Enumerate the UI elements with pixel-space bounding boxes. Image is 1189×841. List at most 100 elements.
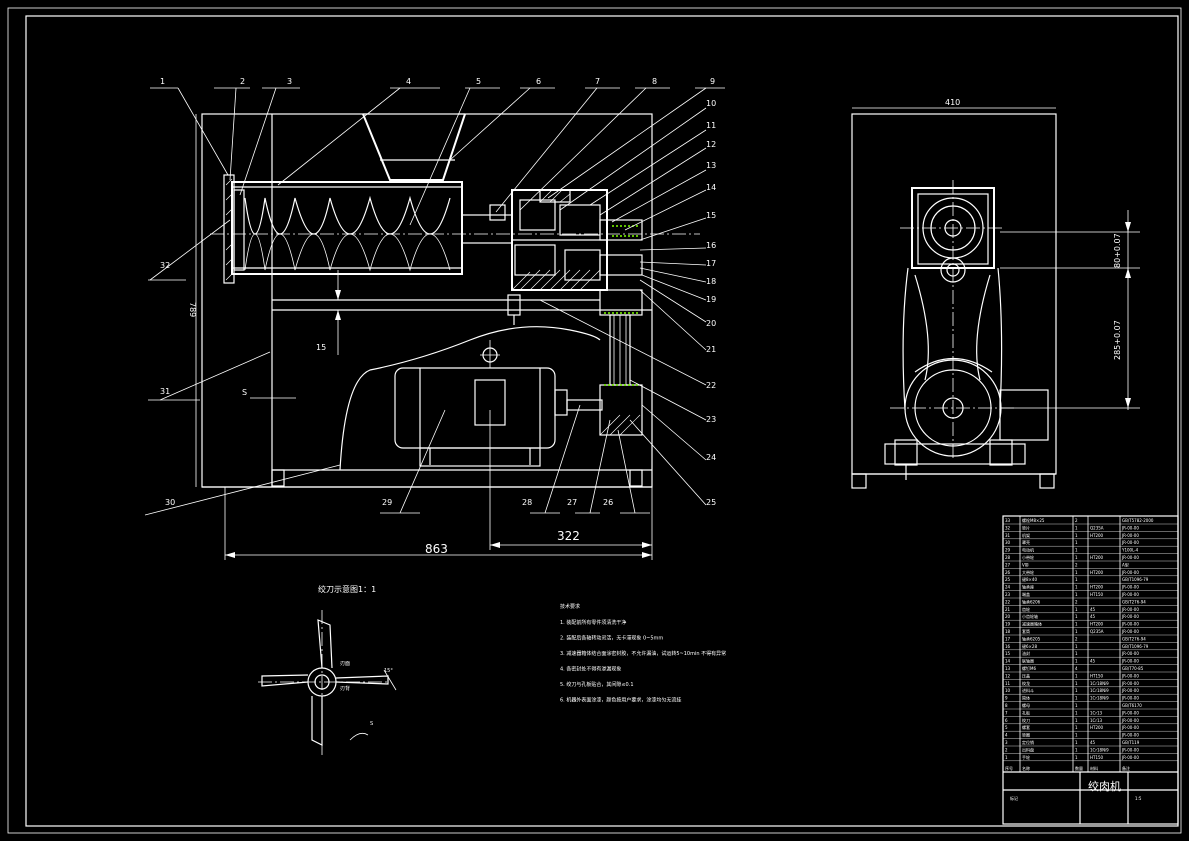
note-line: 1. 装配前所有零件须清洗干净 [560, 619, 626, 626]
title-block-cell: 4 [1005, 733, 1008, 738]
title-block-cell: 45 [1090, 659, 1096, 664]
title-block-cell: 13 [1005, 666, 1011, 671]
part-label: 21 [706, 345, 716, 354]
title-block-cell: HT200 [1090, 585, 1104, 590]
detail-angle: 15° [384, 668, 393, 674]
title-block-cell: 9 [1005, 696, 1008, 701]
title-block-cell: 1 [1075, 696, 1078, 701]
title-block-cell: 定位销 [1022, 739, 1034, 745]
title-block-cell: 45 [1090, 740, 1096, 745]
title-block-cell: 垫圈 [1022, 732, 1030, 738]
title-block-cell: 1 [1075, 740, 1078, 745]
title-block-cell: JR-00-00 [1121, 533, 1139, 538]
title-block-cell: 22 [1005, 599, 1011, 604]
part-label: 4 [406, 77, 411, 86]
title-block-cell: 1 [1075, 525, 1078, 530]
part-label: 13 [706, 161, 716, 170]
title-block-cell: HT150 [1090, 592, 1104, 597]
title-block-cell: 1 [1075, 577, 1078, 582]
title-block-cell: GB/T6170 [1122, 703, 1142, 708]
part-label: 1 [160, 77, 165, 86]
title-block-cell: JR-00-00 [1121, 747, 1139, 752]
title-block-cell: 1 [1075, 644, 1078, 649]
title-block-cell: JR-00-00 [1121, 570, 1139, 575]
title-block-cell: 4 [1075, 666, 1078, 671]
title-block-cell: JR-00-00 [1121, 651, 1139, 656]
title-block-cell: 联轴器 [1022, 658, 1034, 664]
title-block-cell: 螺母 [1022, 702, 1030, 708]
title-block-name: 绞肉机 [1088, 779, 1121, 793]
title-block-cell: 大带轮 [1022, 569, 1034, 575]
dim-tol-lower: 285+0.07 [1113, 320, 1122, 360]
title-block-cell: 1 [1075, 651, 1078, 656]
title-block-cell: 1 [1075, 585, 1078, 590]
title-block-cell: JR-00-00 [1121, 592, 1139, 597]
title-block-cell: 减速器箱体 [1022, 621, 1042, 627]
title-block-cell: 轴承6206 [1022, 598, 1041, 604]
title-block-cell: JR-00-00 [1121, 555, 1139, 560]
part-label: 32 [160, 261, 170, 270]
title-block-cell: HT200 [1090, 533, 1104, 538]
title-block-cell: JR-00-00 [1121, 659, 1139, 664]
front-view [201, 113, 700, 488]
title-block-cell: GB/T5782-2000 [1122, 518, 1154, 523]
part-label: 11 [706, 121, 716, 130]
title-block-cell: 29 [1005, 548, 1011, 553]
title-block-cell: JR-00-00 [1121, 540, 1139, 545]
title-block-cell: 简体 [1022, 695, 1030, 701]
title-block-cell: JR-00-00 [1121, 733, 1139, 738]
part-label: 27 [567, 498, 577, 507]
title-block-cell: 21 [1005, 607, 1011, 612]
title-block-cell: 1 [1075, 570, 1078, 575]
note-line: 4. 各密封处不得有渗漏现象 [560, 666, 621, 673]
dim-side-width: 410 [945, 98, 960, 107]
outer-border [7, 7, 1182, 834]
title-block-cell: 1 [1075, 673, 1078, 678]
title-block-cell: JR-00-00 [1121, 681, 1139, 686]
title-block-cell: 1 [1075, 548, 1078, 553]
title-block-scale: 1:5 [1135, 796, 1142, 801]
title-block-cell: 键6×28 [1022, 643, 1037, 649]
title-block-cell: 28 [1005, 555, 1011, 560]
title-block-cell: 7 [1005, 710, 1008, 715]
side-view [851, 113, 1057, 489]
title-block-cell: Q235A [1090, 525, 1104, 530]
detail-label-s: S [370, 721, 373, 727]
part-label: 10 [706, 99, 716, 108]
title-block-cell: 2 [1075, 518, 1078, 523]
title-block-cell: 套筒 [1022, 628, 1030, 634]
part-label: 8 [652, 77, 657, 86]
title-block-cell: 33 [1005, 518, 1011, 523]
title-block-cell: 14 [1005, 659, 1011, 664]
title-block-cell: 1Cr18Ni9 [1090, 747, 1109, 752]
part-label: 24 [706, 453, 716, 462]
title-block-cell: 26 [1005, 570, 1011, 575]
title-block-cell: 1 [1075, 555, 1078, 560]
title-block-cell: JR-00-00 [1121, 673, 1139, 678]
title-block-cell: GB/T276-94 [1122, 599, 1146, 604]
title-block-cell: 1 [1075, 718, 1078, 723]
title-block-cell: 电动机 [1022, 547, 1034, 553]
title-block-cell: 罩壳 [1022, 539, 1030, 545]
title-block-cell: 27 [1005, 562, 1011, 567]
part-label: 25 [706, 498, 716, 507]
title-block-cell: 1Cr13 [1090, 718, 1103, 723]
title-block-cell: 1 [1075, 681, 1078, 686]
title-block-cell: 6 [1005, 718, 1008, 723]
title-block-cell: 2 [1075, 562, 1078, 567]
part-label: 29 [382, 498, 392, 507]
title-block-cell: 16 [1005, 644, 1011, 649]
dimension-arrows [225, 222, 1131, 558]
title-block-cell: JR-00-00 [1121, 710, 1139, 715]
title-block-cell: JR-00-00 [1121, 525, 1139, 530]
title-block-cell: JR-00-00 [1121, 585, 1139, 590]
dim-height-left: 789 [188, 302, 197, 317]
part-label: 23 [706, 415, 716, 424]
title-block-cell: 10 [1005, 688, 1011, 693]
